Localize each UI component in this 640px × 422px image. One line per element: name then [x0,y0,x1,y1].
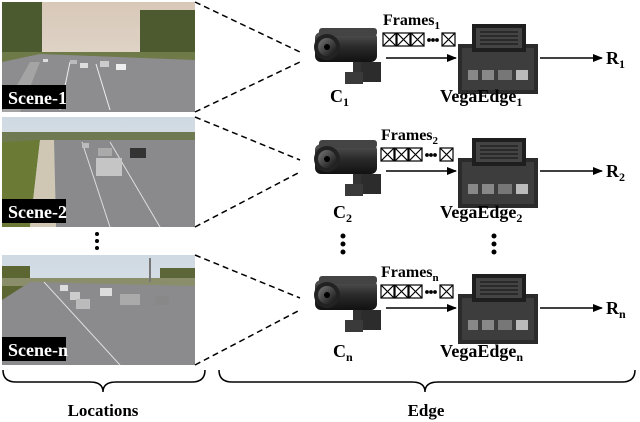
frames-label: Frames1 [383,12,440,32]
frame-buffer-icon [382,32,456,47]
result-label: Rn [606,298,626,321]
edge-label: Edge [408,401,445,420]
scene-1-image: Scene-1 [2,2,195,112]
scene-n-label: Scene-n [8,340,68,360]
row-2: C2 Frames2 VegaEdge2 R2 [314,127,625,225]
row-n: Cn Framesn VegaEdgen Rn [314,264,626,364]
edge-device-label: VegaEdge1 [440,86,522,109]
frame-buffer-icon [380,284,454,299]
edge-board-icon [458,138,538,208]
edge-board-icon [458,274,538,344]
scene-n-image: Scene-n [2,255,195,366]
frames-label: Frames2 [381,127,439,147]
camera-label: Cn [333,341,353,364]
locations-brace [2,369,206,393]
camera-label: C1 [330,86,349,109]
scene-ellipsis [95,232,99,250]
result-label: R1 [606,48,625,71]
locations-label: Locations [68,401,139,420]
result-label: R2 [606,161,625,184]
edge-brace [218,369,636,393]
edge-board-icon [458,24,538,94]
scene-1-label: Scene-1 [8,88,67,108]
frames-label: Framesn [381,264,439,284]
scene-2-image: Scene-2 [2,117,195,228]
view-lines [194,1,301,366]
camera-icon [314,28,381,84]
row-1: C1 Frames1 VegaEdge1 R1 [314,12,625,109]
camera-label: C2 [333,202,352,225]
camera-icon [314,276,381,332]
frame-buffer-icon [380,147,454,162]
camera-icon [314,140,381,196]
row-ellipsis [340,233,497,255]
edge-device-label: VegaEdge2 [440,202,522,225]
scene-2-label: Scene-2 [8,202,67,222]
edge-device-label: VegaEdgen [440,341,523,364]
